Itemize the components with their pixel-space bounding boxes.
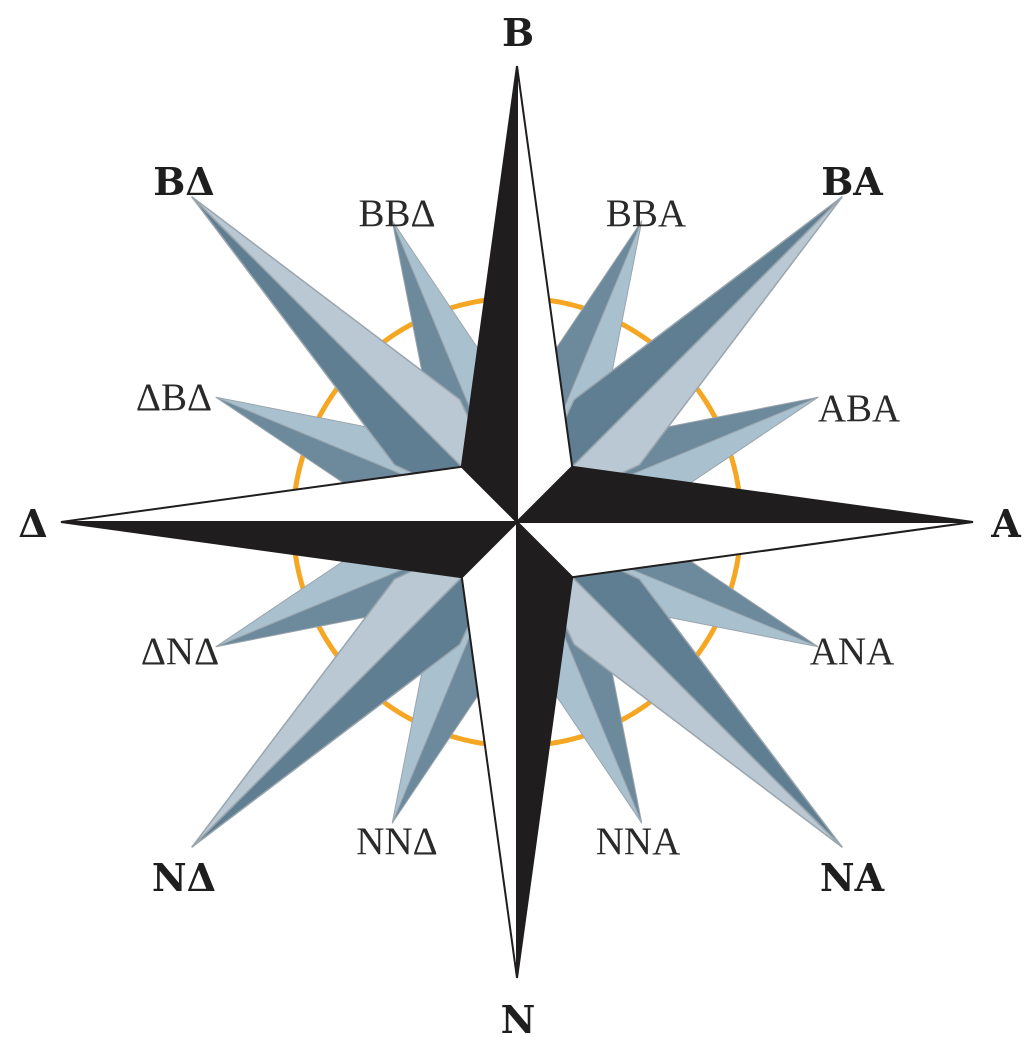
label-ene: ABA [818,387,900,430]
label-sw: NΔ [152,855,216,900]
label-south: N [501,997,536,1037]
point-east-left-half [514,465,974,523]
label-wsw: ΔNΔ [141,630,219,673]
point-west-right-half [60,465,520,523]
label-ssw: NNΔ [356,820,437,863]
label-west: Δ [18,501,47,546]
label-sse: NNA [596,820,681,863]
point-east-right-half [514,521,974,579]
label-wnw: ΔBΔ [136,376,212,419]
point-south-right-half [460,519,518,979]
point-north-left-half [460,65,518,525]
label-nne: BBA [606,192,686,235]
intercardinal-points [191,196,843,848]
label-ese: ANA [810,630,895,673]
point-west-left-half [60,521,520,579]
label-north: B [502,10,534,55]
point-south-left-half [516,519,574,979]
label-nw: BΔ [153,159,215,204]
label-se: NA [820,855,885,900]
point-north-right-half [516,65,574,525]
label-ne: BA [821,159,883,204]
label-nnw: BBΔ [358,192,435,235]
label-east: A [990,501,1021,546]
cardinal-points [60,65,974,979]
